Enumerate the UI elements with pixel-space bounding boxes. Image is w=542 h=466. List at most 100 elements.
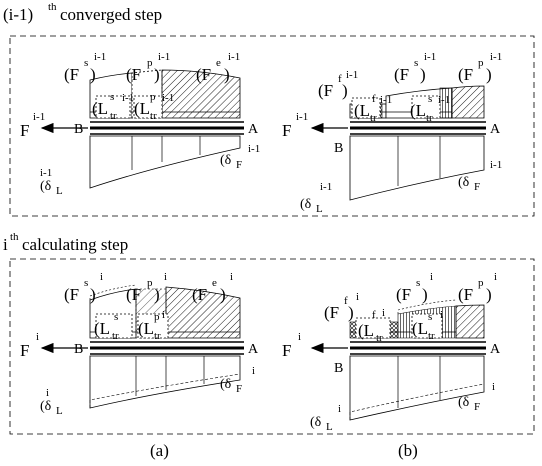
svg-text:(F: (F — [458, 285, 473, 304]
ltr-box-p-a2 — [137, 313, 169, 339]
svg-text:i: i — [36, 331, 39, 343]
svg-text:s: s — [414, 57, 418, 69]
bottom-diagram-b: F i B A (F f ) i (F s ) i (F p ) i (L tr… — [282, 271, 501, 433]
svg-text:F: F — [474, 181, 480, 193]
svg-text:i: i — [440, 309, 443, 321]
svg-text:(L: (L — [138, 319, 154, 338]
svg-text:): ) — [422, 285, 428, 304]
svg-text:(δ: (δ — [220, 377, 232, 392]
svg-text:i-1: i-1 — [40, 167, 52, 179]
region-fp-b2 — [455, 304, 485, 339]
svg-text:i: i — [164, 271, 167, 283]
svg-text:): ) — [154, 285, 160, 304]
svg-text:(F: (F — [64, 65, 79, 84]
svg-text:s: s — [428, 93, 432, 105]
svg-text:): ) — [486, 285, 492, 304]
svg-text:p: p — [478, 57, 484, 69]
svg-text:(F: (F — [196, 65, 211, 84]
svg-text:(L: (L — [412, 319, 428, 338]
svg-text:p: p — [147, 277, 153, 289]
svg-text:(L: (L — [94, 319, 110, 338]
svg-text:th: th — [10, 231, 19, 243]
svg-text:p: p — [154, 311, 160, 323]
svg-text:i-1: i-1 — [438, 94, 450, 106]
caption-a: (a) — [150, 441, 169, 460]
svg-text:(F: (F — [126, 285, 141, 304]
svg-text:tr: tr — [426, 112, 433, 124]
caption-b: (b) — [398, 441, 418, 460]
svg-text:(L: (L — [354, 101, 370, 120]
svg-text:(F: (F — [394, 65, 409, 84]
svg-text:(F: (F — [318, 81, 333, 100]
svg-text:): ) — [486, 65, 492, 84]
svg-text:i: i — [356, 291, 359, 303]
svg-text:e: e — [216, 57, 221, 69]
ltr-box-s-a — [95, 95, 131, 119]
svg-text:tr: tr — [112, 330, 119, 342]
svg-text:): ) — [90, 285, 96, 304]
svg-text:i: i — [252, 365, 255, 377]
svg-text:(δ: (δ — [220, 153, 232, 168]
svg-text:tr: tr — [370, 112, 377, 124]
svg-text:(L: (L — [358, 321, 374, 340]
svg-text:(δ: (δ — [300, 197, 312, 212]
svg-text:L: L — [56, 185, 63, 197]
bottom-diagram-a: F i B A (F s ) i (F p ) i (F e ) i (L tr… — [20, 271, 259, 417]
svg-text:i: i — [494, 271, 497, 283]
svg-text:(i-1): (i-1) — [3, 5, 33, 24]
svg-text:i-1: i-1 — [248, 143, 260, 155]
svg-text:f: f — [372, 309, 376, 321]
svg-text:s: s — [84, 57, 88, 69]
svg-text:e: e — [212, 277, 217, 289]
svg-text:A: A — [490, 122, 501, 137]
lower-region-a — [89, 135, 241, 189]
ltr-box-s-b2 — [411, 313, 443, 339]
svg-text:f: f — [372, 93, 376, 105]
svg-text:i: i — [46, 387, 49, 399]
svg-text:s: s — [110, 91, 114, 103]
svg-text:calculating step: calculating step — [22, 235, 128, 254]
svg-text:(L: (L — [134, 99, 150, 118]
svg-text:i-1: i-1 — [424, 51, 436, 63]
svg-text:i-1: i-1 — [380, 94, 392, 106]
top-diagram-a: F i-1 B A (F s ) i-1 (F p ) i-1 (F e ) i… — [20, 51, 260, 197]
svg-text:tr: tr — [150, 110, 157, 122]
svg-text:tr: tr — [154, 330, 161, 342]
svg-text:F: F — [282, 341, 291, 360]
svg-text:th: th — [48, 1, 57, 13]
svg-text:i: i — [430, 271, 433, 283]
svg-text:(F: (F — [126, 65, 141, 84]
svg-text:i-1: i-1 — [296, 111, 308, 123]
svg-text:F: F — [474, 401, 480, 413]
svg-text:L: L — [316, 203, 323, 215]
svg-text:B: B — [334, 361, 343, 376]
top-diagram-b: F i-1 B A (F f ) i-1 (F s ) i-1 (F p ) i… — [282, 51, 502, 215]
svg-text:F: F — [236, 159, 242, 171]
svg-text:(F: (F — [64, 285, 79, 304]
svg-text:(δ: (δ — [310, 415, 322, 430]
svg-text:s: s — [114, 311, 118, 323]
svg-text:(δ: (δ — [458, 395, 470, 410]
svg-text:p: p — [478, 277, 484, 289]
ltr-box-s-a2 — [95, 313, 133, 339]
svg-text:i-1: i-1 — [158, 51, 170, 63]
svg-text:i: i — [100, 271, 103, 283]
ltr-box-p-a — [133, 95, 163, 119]
svg-text:(F: (F — [396, 285, 411, 304]
bottom-section-title: i th calculating step — [3, 231, 128, 254]
svg-text:(L: (L — [92, 99, 108, 118]
lower-region-b — [349, 135, 485, 201]
lower-region-b2 — [349, 355, 485, 421]
svg-text:s: s — [84, 277, 88, 289]
svg-text:): ) — [224, 65, 230, 84]
svg-text:i-1: i-1 — [228, 51, 240, 63]
bottom-section-frame — [9, 258, 535, 435]
svg-text:converged step: converged step — [60, 5, 162, 24]
svg-text:L: L — [326, 421, 333, 433]
svg-text:i: i — [162, 309, 165, 321]
svg-text:): ) — [90, 65, 96, 84]
ltr-box-f-b — [351, 97, 381, 119]
svg-text:i-1: i-1 — [490, 51, 502, 63]
svg-text:F: F — [282, 121, 291, 140]
